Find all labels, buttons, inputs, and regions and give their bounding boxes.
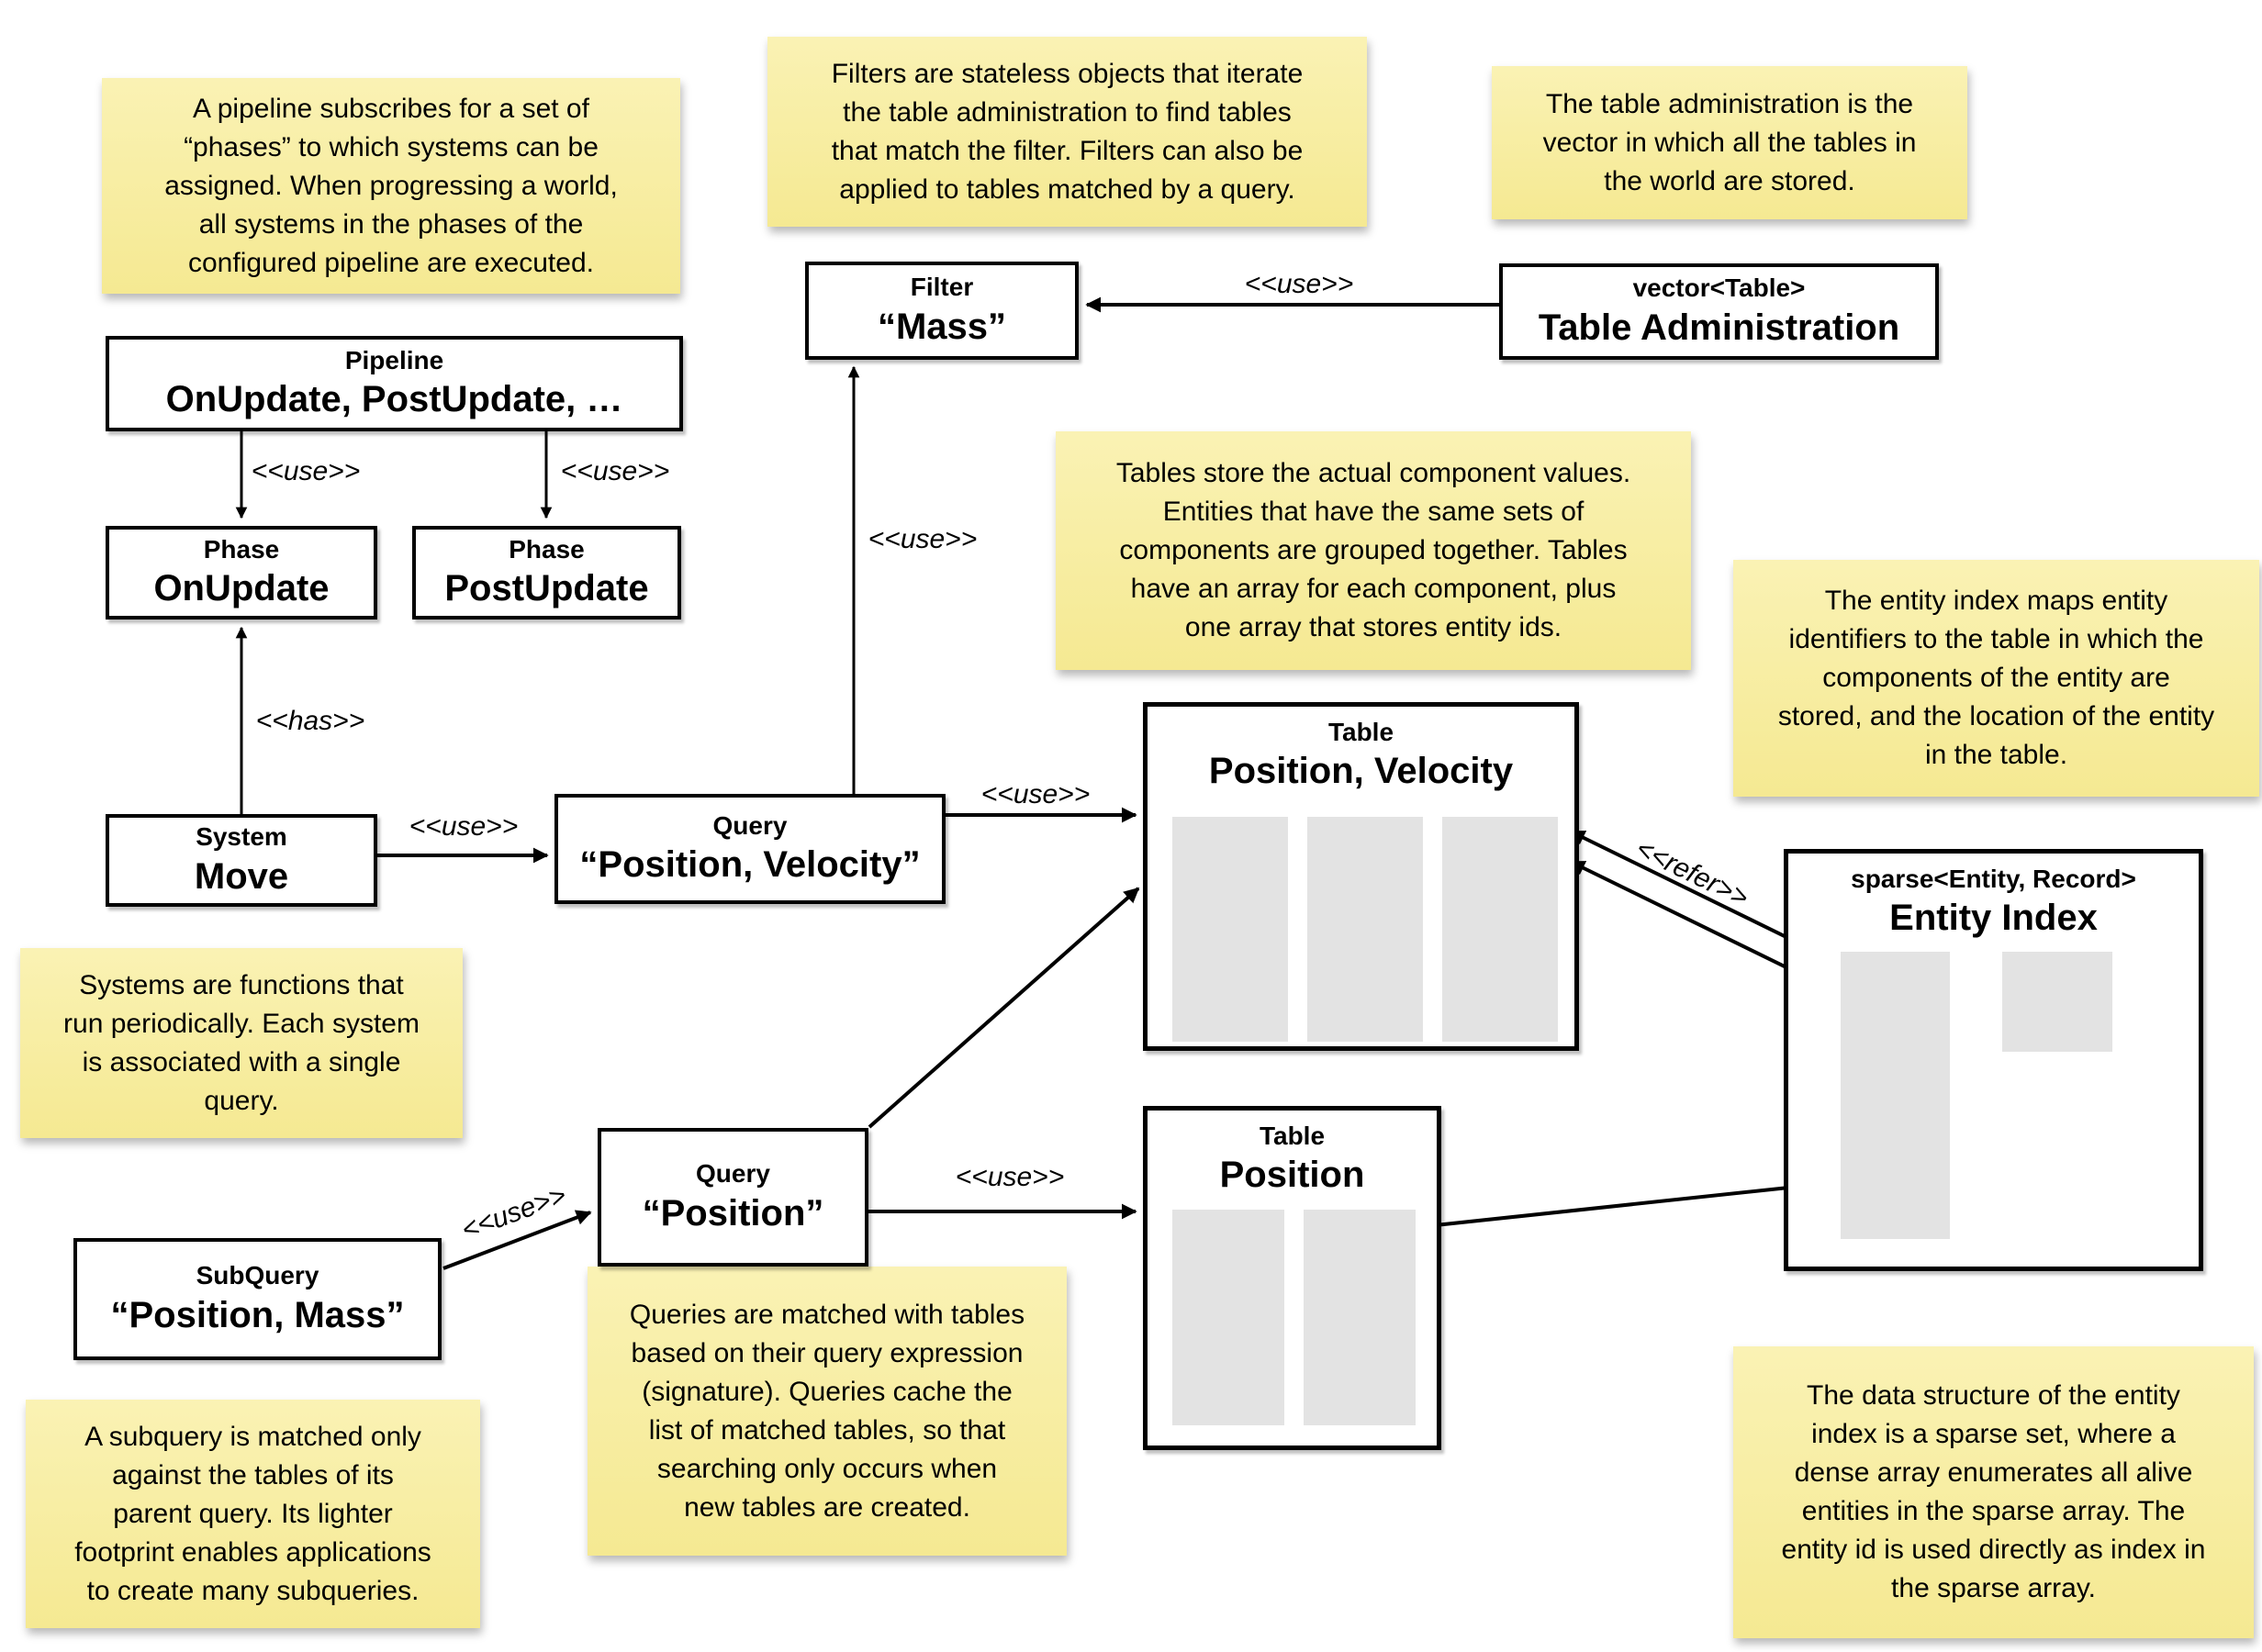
- box-table-administration-name: Table Administration: [1538, 307, 1900, 348]
- box-phase-onupdate-stereotype: Phase: [203, 534, 280, 564]
- note-pipeline: A pipeline subscribes for a set of “phas…: [102, 78, 680, 294]
- note-entity-index: The entity index maps entity identifiers…: [1733, 560, 2259, 797]
- box-table-position-velocity-name: Position, Velocity: [1208, 751, 1514, 792]
- note-subquery: A subquery is matched only against the t…: [26, 1400, 480, 1628]
- box-table-position-velocity-stereotype: Table: [1327, 718, 1394, 746]
- box-subquery-name: “Position, Mass”: [110, 1294, 405, 1335]
- box-query-position-stereotype: Query: [696, 1159, 770, 1189]
- note-filters: Filters are stateless objects that itera…: [767, 37, 1367, 227]
- note-sparse-set: The data structure of the entity index i…: [1733, 1346, 2254, 1638]
- box-entity-index-stereotype: sparse<Entity, Record>: [1851, 865, 2136, 893]
- box-phase-postupdate-stereotype: Phase: [509, 534, 585, 564]
- box-query-position-velocity: Query “Position, Velocity”: [554, 794, 946, 904]
- label-system-move-to-phase-onupdate: <<has>>: [255, 706, 365, 736]
- component-array-placeholder: [1304, 1210, 1416, 1425]
- sparse-array-placeholder: [1841, 952, 1950, 1239]
- box-filter-mass-stereotype: Filter: [910, 273, 974, 302]
- box-query-position-velocity-name: “Position, Velocity”: [579, 844, 921, 886]
- box-table-position: Table Position: [1143, 1106, 1441, 1450]
- box-table-administration: vector<Table> Table Administration: [1499, 263, 1939, 360]
- box-pipeline-name: OnUpdate, PostUpdate, …: [165, 379, 623, 420]
- note-systems: Systems are functions that run periodica…: [20, 948, 463, 1138]
- box-system-move: System Move: [106, 814, 377, 907]
- box-filter-mass: Filter “Mass”: [805, 262, 1079, 360]
- label-system-move-to-query-pv: <<use>>: [409, 811, 519, 842]
- box-pipeline: Pipeline OnUpdate, PostUpdate, …: [106, 336, 683, 431]
- label-query-pv-to-table-pv: <<use>>: [980, 779, 1091, 809]
- box-query-position-name: “Position”: [642, 1192, 824, 1233]
- box-subquery-stereotype: SubQuery: [196, 1261, 319, 1290]
- component-array-placeholder: [1172, 1210, 1284, 1425]
- box-entity-index-name: Entity Index: [1889, 898, 2098, 939]
- component-array-placeholder: [1442, 817, 1558, 1042]
- dense-array-placeholder: [2002, 952, 2112, 1052]
- box-table-position-velocity: Table Position, Velocity: [1143, 702, 1579, 1051]
- box-system-move-name: Move: [194, 855, 289, 897]
- arrow-query-pos-to-table-pv: [868, 887, 1140, 1129]
- label-pipeline-to-phase-postupdate: <<use>>: [560, 456, 670, 486]
- box-entity-index: sparse<Entity, Record> Entity Index: [1784, 849, 2203, 1271]
- box-query-position-velocity-stereotype: Query: [712, 810, 788, 840]
- box-filter-mass-name: “Mass”: [877, 306, 1007, 347]
- box-table-position-name: Position: [1219, 1155, 1365, 1196]
- box-phase-onupdate: Phase OnUpdate: [106, 526, 377, 620]
- label-table-admin-to-filter-mass: <<use>>: [1244, 269, 1354, 299]
- label-pipeline-to-phase-onupdate: <<use>>: [251, 456, 361, 486]
- box-query-position: Query “Position”: [598, 1128, 868, 1267]
- note-queries: Queries are matched with tables based on…: [588, 1267, 1067, 1556]
- label-query-pv-to-filter-mass: <<use>>: [868, 524, 978, 554]
- box-phase-postupdate-name: PostUpdate: [444, 568, 649, 609]
- box-subquery: SubQuery “Position, Mass”: [73, 1238, 442, 1360]
- note-table-administration: The table administration is the vector i…: [1492, 66, 1967, 219]
- arrow-entity-index-to-table-pos: [1425, 1180, 1842, 1233]
- note-tables: Tables store the actual component values…: [1056, 431, 1691, 670]
- box-table-position-stereotype: Table: [1259, 1122, 1326, 1150]
- box-table-administration-stereotype: vector<Table>: [1632, 273, 1806, 303]
- box-pipeline-stereotype: Pipeline: [344, 345, 444, 374]
- label-query-pos-to-table-pos: <<use>>: [955, 1162, 1065, 1192]
- box-phase-onupdate-name: OnUpdate: [153, 568, 330, 609]
- box-phase-postupdate: Phase PostUpdate: [412, 526, 681, 620]
- component-array-placeholder: [1172, 817, 1288, 1042]
- component-array-placeholder: [1307, 817, 1423, 1042]
- arrow-subquery-to-query-pos: [442, 1210, 592, 1270]
- box-system-move-stereotype: System: [196, 822, 287, 852]
